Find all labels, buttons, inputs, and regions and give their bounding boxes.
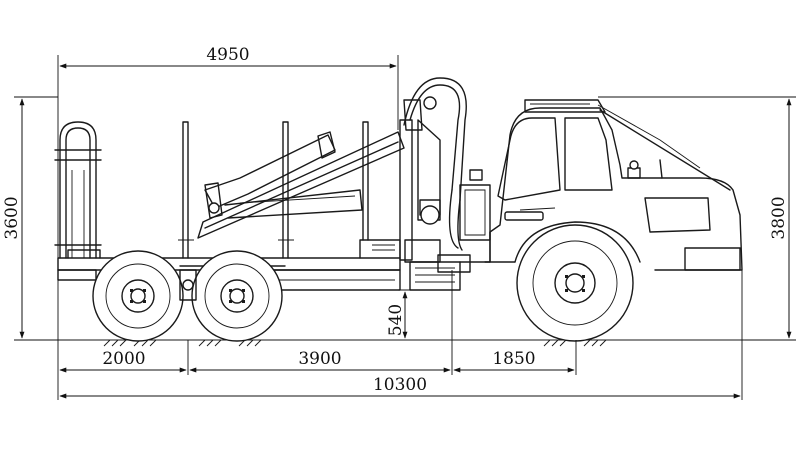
bogie-axle: [179, 269, 197, 301]
ground-hatch: [103, 339, 607, 347]
rear-load-gate: [54, 121, 102, 259]
rear-bogie-wheel-2: [191, 250, 283, 342]
rear-bogie-wheel-1: [92, 250, 184, 342]
dimension-labels: 4950 3600 3800 540 2000 3900 1850 10300: [2, 45, 789, 395]
crane-pillar: [399, 99, 471, 291]
dim-wheelbase-label: 3900: [298, 349, 341, 369]
forwarder-machine: [54, 77, 745, 347]
load-stakes: [178, 121, 369, 259]
crane-boom: [197, 77, 467, 251]
dim-clearance-label: 540: [386, 304, 406, 336]
tractor-unit: [459, 99, 743, 271]
dim-rear-overhang-label: 2000: [102, 349, 145, 369]
dimension-lines: [14, 55, 796, 400]
front-wheel: [516, 224, 634, 342]
dim-front-section-label: 1850: [492, 349, 535, 369]
dim-boom-reach-label: 4950: [206, 45, 249, 65]
dim-height-right-label: 3800: [769, 196, 789, 239]
dim-overall-length-label: 10300: [373, 375, 427, 395]
dim-height-left-label: 3600: [2, 196, 22, 239]
